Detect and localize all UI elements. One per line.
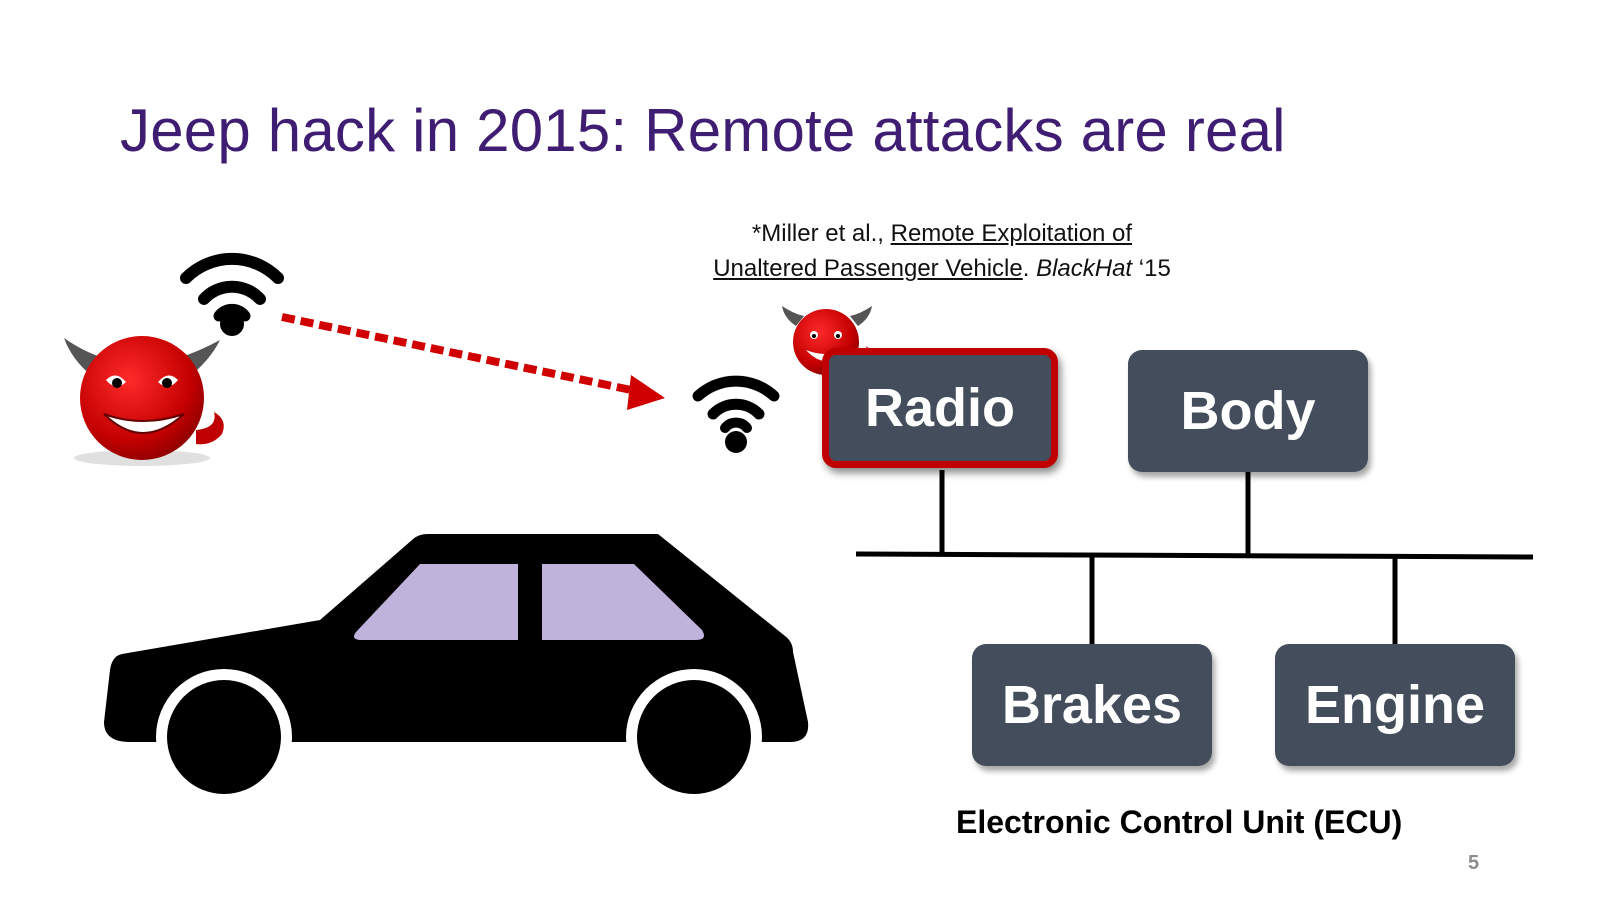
citation-line-2: Unaltered Passenger Vehicle. BlackHat ‘1…	[662, 251, 1222, 286]
page-number: 5	[1468, 852, 1480, 874]
ecu-body-box: Body	[1128, 350, 1368, 472]
ecu-brakes-label: Brakes	[1001, 675, 1183, 735]
ecu-radio-box: Radio	[822, 348, 1058, 468]
ecu-body-label: Body	[1180, 381, 1316, 441]
car-icon	[104, 534, 809, 805]
attack-arrow-icon	[281, 313, 665, 410]
wifi-icon	[692, 375, 780, 453]
citation: *Miller et al., Remote Exploitation of U…	[662, 216, 1222, 286]
devil-icon	[64, 336, 224, 466]
citation-paper-title-2: Unaltered Passenger Vehicle	[713, 255, 1023, 282]
can-bus	[855, 470, 1534, 644]
ecu-caption: Electronic Control Unit (ECU)	[956, 804, 1403, 840]
ecu-radio-label: Radio	[864, 378, 1015, 438]
page-title: Jeep hack in 2015: Remote attacks are re…	[120, 97, 1286, 164]
citation-year: ‘15	[1132, 255, 1171, 282]
citation-paper-title-1: Remote Exploitation of	[890, 220, 1133, 247]
ecu-brakes-box: Brakes	[972, 644, 1212, 766]
citation-authors: *Miller et al.,	[751, 220, 891, 247]
ecu-engine-box: Engine	[1275, 644, 1515, 766]
wifi-icon	[180, 252, 284, 336]
citation-separator: .	[1022, 255, 1037, 282]
ecu-engine-label: Engine	[1304, 675, 1485, 735]
citation-line-1: *Miller et al., Remote Exploitation of	[662, 216, 1222, 251]
citation-venue: BlackHat	[1036, 255, 1133, 282]
